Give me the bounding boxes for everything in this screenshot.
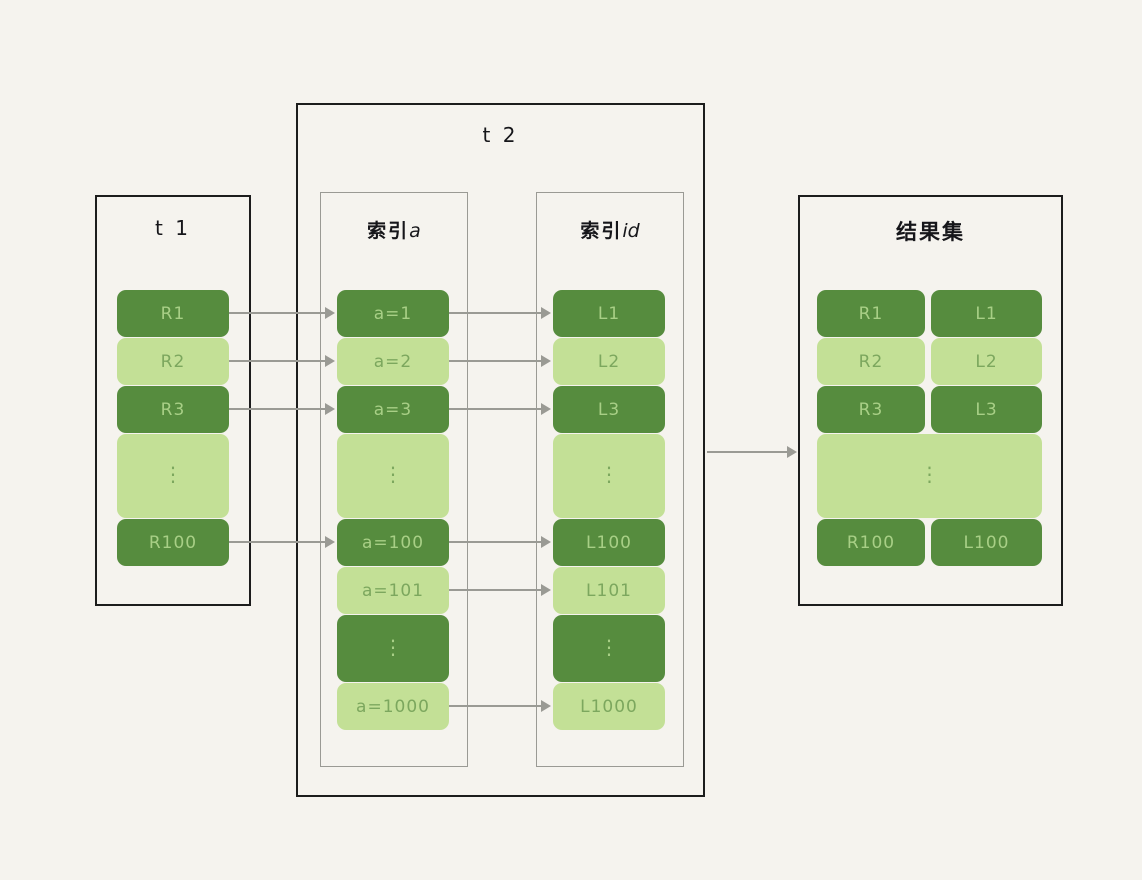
index-id-row-l1000[interactable]: L1000 (553, 683, 665, 730)
arrow-head-r2-to-a2 (325, 355, 335, 367)
index-id-row-l100[interactable]: L100 (553, 519, 665, 566)
result-row-right-l100[interactable]: L100 (931, 519, 1042, 566)
index-id-row-label: L1000 (580, 696, 638, 717)
t1-row-r2[interactable]: R2 (117, 338, 229, 385)
arrow-head-r3-to-a3 (325, 403, 335, 415)
connector-t2-to-result-set (707, 451, 789, 453)
index-a-row-label: a=2 (373, 351, 413, 372)
ellipsis-icon: ⋮ (599, 462, 619, 486)
connector-r3-to-a3 (229, 408, 327, 410)
connector-r100-to-a100 (229, 541, 327, 543)
t1-row-ellipsis: ⋮ (117, 434, 229, 518)
ellipsis-icon: ⋮ (599, 634, 619, 659)
result-row-label: L3 (975, 399, 998, 420)
connector-a1000-to-l1000 (449, 705, 543, 707)
index-id-container (536, 192, 684, 767)
t1-row-r3[interactable]: R3 (117, 386, 229, 433)
index-a-title-latin: a (409, 220, 421, 242)
result-row-right-l2[interactable]: L2 (931, 338, 1042, 385)
result-row-left-r3[interactable]: R3 (817, 386, 925, 433)
index-id-row-label: L2 (597, 351, 621, 372)
arrow-head-a100-to-l100 (541, 536, 551, 548)
index-id-row-ellipsis-2: ⋮ (553, 615, 665, 682)
index-id-row-l101[interactable]: L101 (553, 567, 665, 614)
index-id-row-label: L100 (586, 532, 632, 553)
result-row-right-l1[interactable]: L1 (931, 290, 1042, 337)
index-id-title-latin: id (622, 220, 640, 242)
result-row-label: R2 (858, 351, 884, 372)
result-row-label: L100 (963, 532, 1010, 553)
index-a-row-ellipsis-1: ⋮ (337, 434, 449, 518)
index-id-title: 索引id (536, 216, 684, 243)
t1-title: t 1 (155, 216, 191, 240)
index-a-container (320, 192, 468, 767)
ellipsis-icon: ⋮ (163, 462, 183, 486)
connector-a101-to-l101 (449, 589, 543, 591)
arrow-head-t2-to-result-set (787, 446, 797, 458)
result-row-label: L1 (975, 303, 998, 324)
t2-title: t 2 (482, 123, 519, 147)
index-a-row-label: a=1000 (356, 696, 430, 717)
ellipsis-icon: ⋮ (919, 462, 940, 486)
result-row-right-l3[interactable]: L3 (931, 386, 1042, 433)
t1-row-label: R100 (148, 532, 198, 553)
result-row-label: L2 (975, 351, 998, 372)
index-id-row-l2[interactable]: L2 (553, 338, 665, 385)
result-row-left-r100[interactable]: R100 (817, 519, 925, 566)
t1-row-label: R2 (160, 351, 186, 372)
index-a-row-2[interactable]: a=2 (337, 338, 449, 385)
index-id-row-label: L101 (586, 580, 632, 601)
index-id-row-ellipsis-1: ⋮ (553, 434, 665, 518)
result-row-left-r2[interactable]: R2 (817, 338, 925, 385)
index-a-row-101[interactable]: a=101 (337, 567, 449, 614)
arrow-head-a101-to-l101 (541, 584, 551, 596)
arrow-head-r1-to-a1 (325, 307, 335, 319)
ellipsis-icon: ⋮ (383, 634, 403, 659)
index-a-row-ellipsis-2: ⋮ (337, 615, 449, 682)
t1-row-label: R1 (160, 303, 186, 324)
index-id-row-l3[interactable]: L3 (553, 386, 665, 433)
connector-r2-to-a2 (229, 360, 327, 362)
index-a-row-3[interactable]: a=3 (337, 386, 449, 433)
connector-a1-to-l1 (449, 312, 543, 314)
t1-row-r100[interactable]: R100 (117, 519, 229, 566)
arrow-head-r100-to-a100 (325, 536, 335, 548)
index-id-row-l1[interactable]: L1 (553, 290, 665, 337)
index-a-row-1000[interactable]: a=1000 (337, 683, 449, 730)
result-row-label: R3 (858, 399, 884, 420)
index-a-row-label: a=101 (361, 580, 425, 601)
index-a-title: 索引a (320, 216, 468, 243)
ellipsis-icon: ⋮ (383, 462, 403, 486)
index-a-row-1[interactable]: a=1 (337, 290, 449, 337)
index-id-row-label: L3 (597, 399, 621, 420)
arrow-head-a2-to-l2 (541, 355, 551, 367)
index-a-row-label: a=1 (373, 303, 413, 324)
connector-a3-to-l3 (449, 408, 543, 410)
index-a-row-label: a=3 (373, 399, 413, 420)
result-row-ellipsis: ⋮ (817, 434, 1042, 518)
connector-a100-to-l100 (449, 541, 543, 543)
index-id-title-cjk: 索引 (580, 220, 623, 242)
connector-r1-to-a1 (229, 312, 327, 314)
result-row-label: R1 (858, 303, 884, 324)
result-row-label: R100 (846, 532, 896, 553)
index-a-row-100[interactable]: a=100 (337, 519, 449, 566)
t1-row-label: R3 (160, 399, 186, 420)
index-a-row-label: a=100 (361, 532, 425, 553)
index-id-row-label: L1 (597, 303, 621, 324)
arrow-head-a3-to-l3 (541, 403, 551, 415)
connector-a2-to-l2 (449, 360, 543, 362)
result-set-title: 结果集 (896, 220, 965, 244)
result-row-left-r1[interactable]: R1 (817, 290, 925, 337)
arrow-head-a1-to-l1 (541, 307, 551, 319)
t1-row-r1[interactable]: R1 (117, 290, 229, 337)
index-a-title-cjk: 索引 (367, 220, 410, 242)
arrow-head-a1000-to-l1000 (541, 700, 551, 712)
